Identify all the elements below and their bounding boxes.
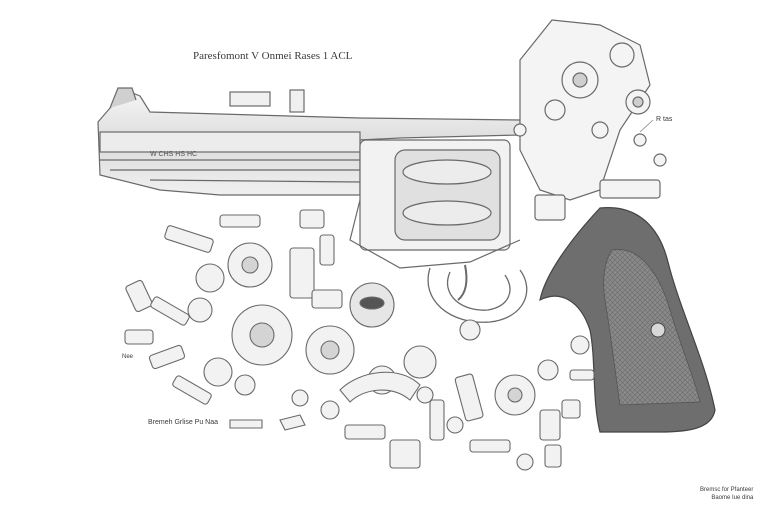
exploded-parts [124, 209, 595, 471]
part-label-right: R tas [656, 116, 673, 123]
diagram-title: Paresfomont V Onmei Rases 1 ACL [193, 50, 353, 62]
part-label-left: Nee [122, 354, 134, 360]
corner-caption: Bremsc for Pfanteer Baome Iue dina [700, 486, 753, 502]
barrel-stamp-text: W CHS HS HC [150, 151, 198, 158]
grip [539, 207, 716, 433]
hammer-assembly [513, 19, 667, 221]
corner-caption-line2: Baome Iue dina [711, 495, 754, 501]
trigger-guard [427, 264, 528, 323]
part-label-bottom: Bremeh Grlise Pu Naa [148, 419, 219, 426]
barrel [97, 87, 521, 196]
corner-caption-line1: Bremsc for Pfanteer [700, 487, 754, 493]
cylinder-frame [349, 139, 521, 269]
leader-lines [639, 119, 654, 133]
